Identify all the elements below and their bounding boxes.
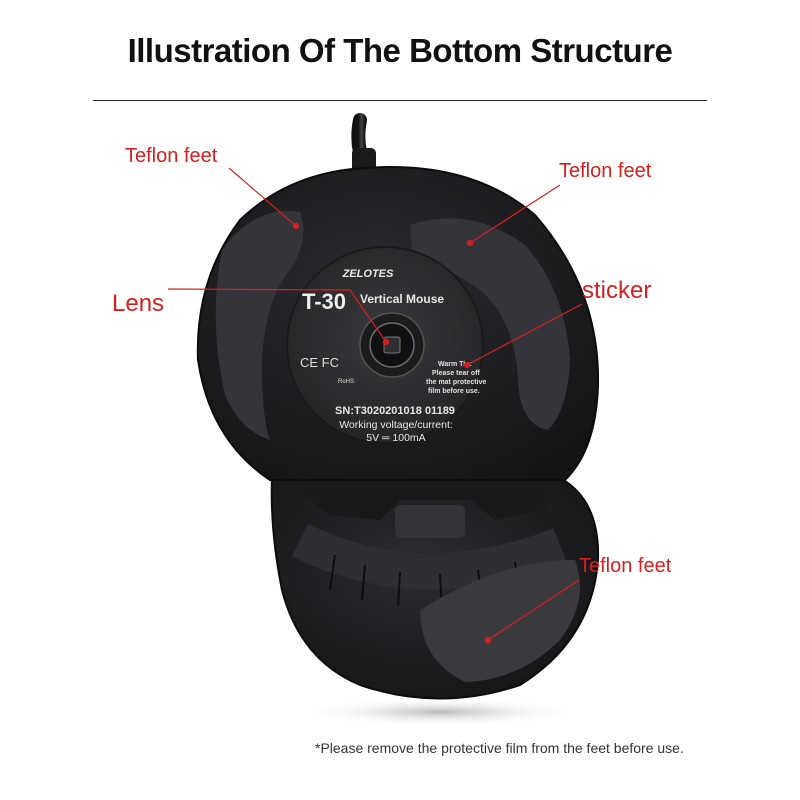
sticker-warm-tip-line3: film before use.: [428, 388, 480, 395]
leader-lens: [167, 288, 387, 343]
leader-sticker: [466, 303, 583, 366]
sticker-voltage-value: 5V ═ 100mA: [366, 432, 425, 444]
sticker-model: T-30: [302, 289, 346, 314]
callout-lens: Lens: [112, 290, 165, 317]
sticker-warm-tip-line2: the mat protective: [426, 379, 486, 386]
title-divider: [93, 100, 707, 101]
leader-teflon-top-right: [469, 184, 561, 244]
teflon-foot-palm-rest: [420, 560, 580, 682]
sticker-rohs: RoHS: [338, 379, 354, 385]
sticker-serial: SN:T3020201018 01189: [335, 405, 455, 417]
palm-rest-ribs: [291, 523, 567, 590]
footnote: *Please remove the protective film from …: [315, 740, 684, 756]
teflon-foot-left: [215, 211, 304, 440]
sticker-certs: CE FC: [300, 355, 339, 370]
sticker-brand: ZELOTES: [342, 268, 394, 280]
teflon-foot-right: [410, 218, 570, 430]
palm-rest-hinge: [278, 478, 555, 520]
page-title: Illustration Of The Bottom Structure: [127, 32, 673, 69]
sticker-warm-tip-line1: Please tear off: [432, 370, 481, 377]
callout-teflon-feet-top-right: Teflon feet: [559, 160, 652, 182]
leader-teflon-bottom: [487, 579, 580, 641]
sticker-warm-tip-title: Warm Tip:: [438, 361, 472, 368]
floor-shadow: [300, 698, 580, 726]
sticker-model-suffix: Vertical Mouse: [360, 292, 444, 306]
callout-sticker: sticker: [582, 277, 652, 304]
callout-teflon-feet-top-left: Teflon feet: [125, 145, 218, 167]
leader-teflon-top-left: [228, 167, 297, 227]
sticker-voltage-label: Working voltage/current:: [339, 419, 453, 431]
callout-teflon-feet-bottom: Teflon feet: [579, 555, 672, 577]
palm-rest-center-foot: [395, 505, 465, 538]
